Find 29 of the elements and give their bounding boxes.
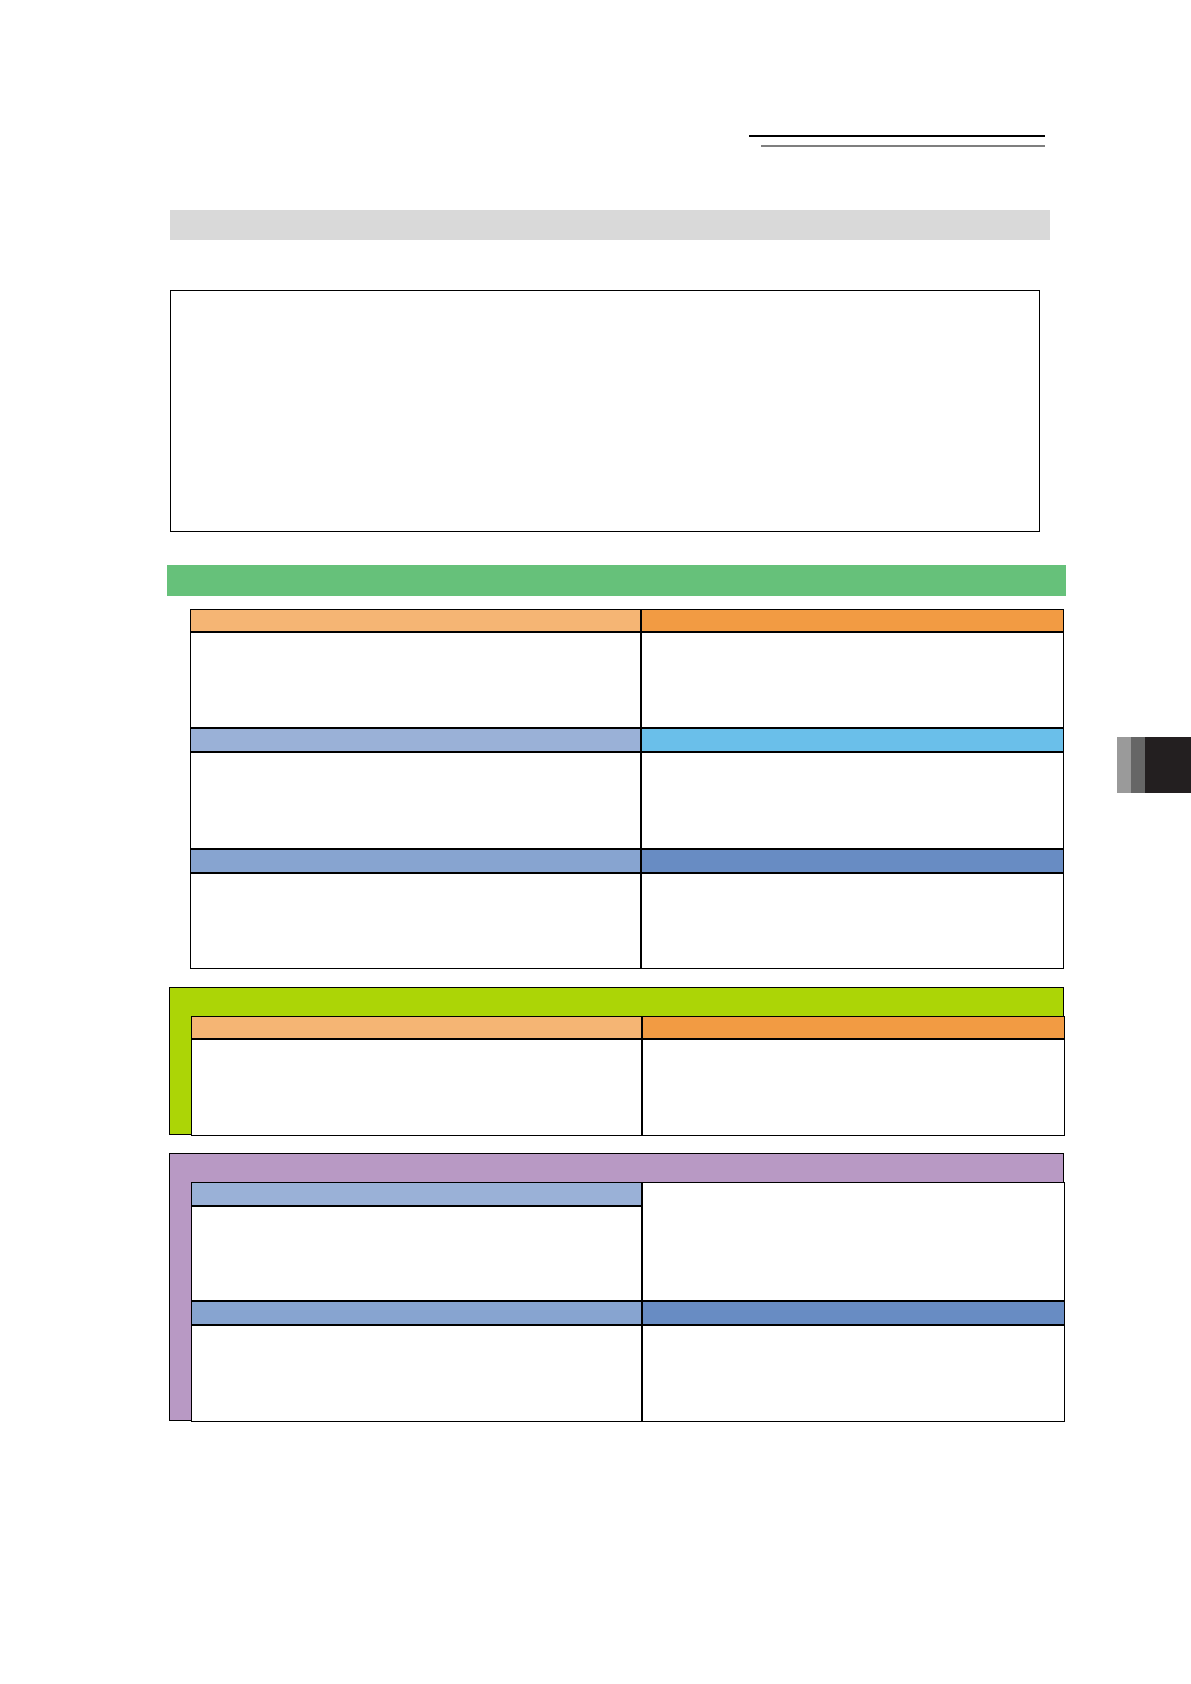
table-cell xyxy=(190,752,641,849)
title-band xyxy=(170,210,1050,240)
header-bar xyxy=(191,1182,642,1206)
header-bar xyxy=(642,1301,1065,1325)
table-cell xyxy=(641,873,1064,969)
table-cell xyxy=(642,1039,1065,1136)
header-bar xyxy=(190,849,641,873)
note-frame xyxy=(170,290,1040,532)
section-frame xyxy=(169,987,1064,1135)
header-bar xyxy=(190,609,641,632)
table-cell xyxy=(190,873,641,969)
header-bar xyxy=(641,609,1064,632)
header-bar xyxy=(641,849,1064,873)
header-bar xyxy=(641,728,1064,752)
table-cell xyxy=(191,1039,642,1136)
table-cell xyxy=(190,632,641,728)
table-cell xyxy=(641,752,1064,849)
table-cell xyxy=(191,1206,642,1301)
section-frame xyxy=(169,1153,1064,1421)
table-cell xyxy=(641,632,1064,728)
table-cell xyxy=(191,1325,642,1422)
side-tab xyxy=(1117,737,1191,793)
section-band xyxy=(167,565,1066,596)
header-bar xyxy=(642,1016,1065,1039)
table-cell xyxy=(642,1325,1065,1422)
header-bar xyxy=(190,728,641,752)
header-bar xyxy=(191,1016,642,1039)
table-cell xyxy=(642,1182,1065,1301)
header-bar xyxy=(191,1301,642,1325)
